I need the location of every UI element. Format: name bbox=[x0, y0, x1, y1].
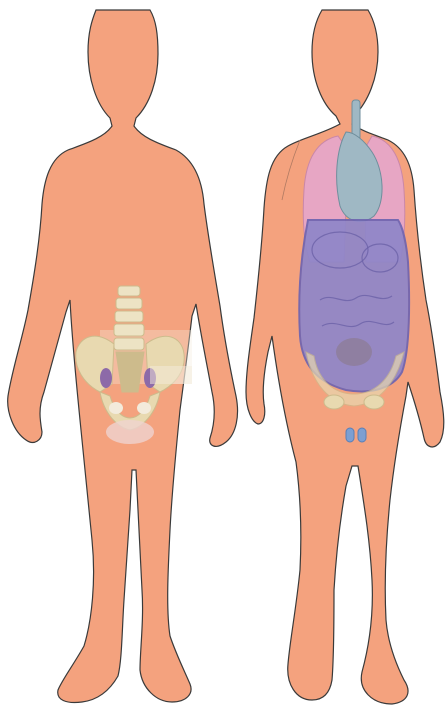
vertebra bbox=[118, 286, 140, 296]
vertebra bbox=[114, 338, 144, 350]
right-testis bbox=[358, 428, 366, 442]
left-acetabulum bbox=[100, 368, 112, 388]
bladder bbox=[336, 338, 372, 366]
vertebra bbox=[116, 298, 142, 309]
left-femoral-head bbox=[324, 395, 344, 409]
soft-tissue-lower bbox=[106, 420, 154, 444]
left-testis bbox=[346, 428, 354, 442]
obturator-foramen-right bbox=[137, 402, 151, 414]
hip-bridge bbox=[150, 366, 192, 384]
lumbar-spine bbox=[114, 286, 144, 350]
right-femoral-head bbox=[364, 395, 384, 409]
vertebra bbox=[115, 311, 143, 322]
obturator-foramen-left bbox=[109, 402, 123, 414]
vertebra bbox=[114, 324, 144, 336]
